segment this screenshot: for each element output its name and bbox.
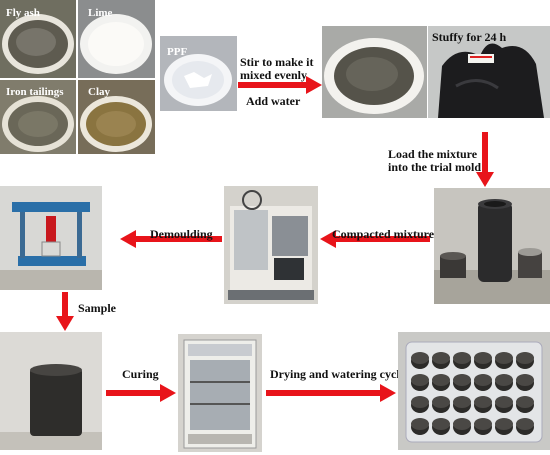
ppf-label: PPF xyxy=(167,46,188,58)
specimen-disk-top xyxy=(474,418,492,430)
specimen-disk-top xyxy=(453,374,471,386)
specimen-disk-top xyxy=(495,418,513,430)
specimen-disk-top xyxy=(453,352,471,364)
trial-mold-photo xyxy=(434,188,550,304)
lime-photo xyxy=(78,0,155,78)
specimen-disk-top xyxy=(516,374,534,386)
specimen-disk-top xyxy=(432,418,450,430)
fly-ash-photo xyxy=(0,0,76,78)
arrow-stir xyxy=(238,76,322,94)
curing-box-photo xyxy=(178,334,262,452)
specimen-disk-top xyxy=(411,418,429,430)
specimen-disk-top xyxy=(495,352,513,364)
drying-label: Drying and watering cycle xyxy=(270,367,405,381)
sample-label: Sample xyxy=(78,301,117,315)
ppf-photo xyxy=(160,36,237,111)
curing-label: Curing xyxy=(122,367,159,381)
demoulding-label: Demoulding xyxy=(150,227,213,241)
specimen-disk-top xyxy=(474,396,492,408)
press-machine-photo xyxy=(224,186,318,304)
arrow-compacted xyxy=(320,230,430,248)
clay-photo xyxy=(78,80,155,154)
stir-label: Stir to make it xyxy=(240,55,314,69)
specimen-disk-top xyxy=(495,374,513,386)
add-water-label: Add water xyxy=(246,94,301,108)
specimen-disk-top xyxy=(516,418,534,430)
compacted-label: Compacted mixture xyxy=(332,227,435,241)
specimen-disk-top xyxy=(474,374,492,386)
specimen-disk-top xyxy=(495,396,513,408)
stuffy-label: Stuffy for 24 h xyxy=(432,30,507,44)
specimen-disk-top xyxy=(432,352,450,364)
compaction-frame-photo xyxy=(0,186,102,290)
sample-tray-photo xyxy=(398,332,550,450)
load-label-line2: into the trial mold xyxy=(388,160,481,174)
iron-tailings-label: Iron tailings xyxy=(6,86,64,98)
specimen-disk-top xyxy=(432,396,450,408)
stir-label-line2: mixed evenly xyxy=(240,68,307,82)
lime-label: Lime xyxy=(88,7,113,19)
specimen-disk-top xyxy=(516,396,534,408)
specimen-disk-top xyxy=(411,396,429,408)
arrow-load xyxy=(476,132,494,187)
specimen-disk-top xyxy=(474,352,492,364)
specimen-disk-top xyxy=(453,396,471,408)
specimen-disk-top xyxy=(432,374,450,386)
arrow-demoulding xyxy=(120,230,222,248)
specimen-disk-top xyxy=(516,352,534,364)
arrow-drying xyxy=(266,384,396,402)
iron-tailings-photo xyxy=(0,80,76,154)
stuffy-bag-photo xyxy=(428,26,550,118)
specimen-disk-top xyxy=(453,418,471,430)
fly-ash-label: Fly ash xyxy=(6,7,40,19)
mixed-material-photo xyxy=(322,26,427,118)
sample-photo xyxy=(0,332,102,450)
arrow-curing xyxy=(106,384,176,402)
arrow-sample xyxy=(56,292,74,331)
specimen-disk-top xyxy=(411,374,429,386)
clay-label: Clay xyxy=(88,86,110,98)
specimen-disk-top xyxy=(411,352,429,364)
load-label: Load the mixture xyxy=(388,147,478,161)
